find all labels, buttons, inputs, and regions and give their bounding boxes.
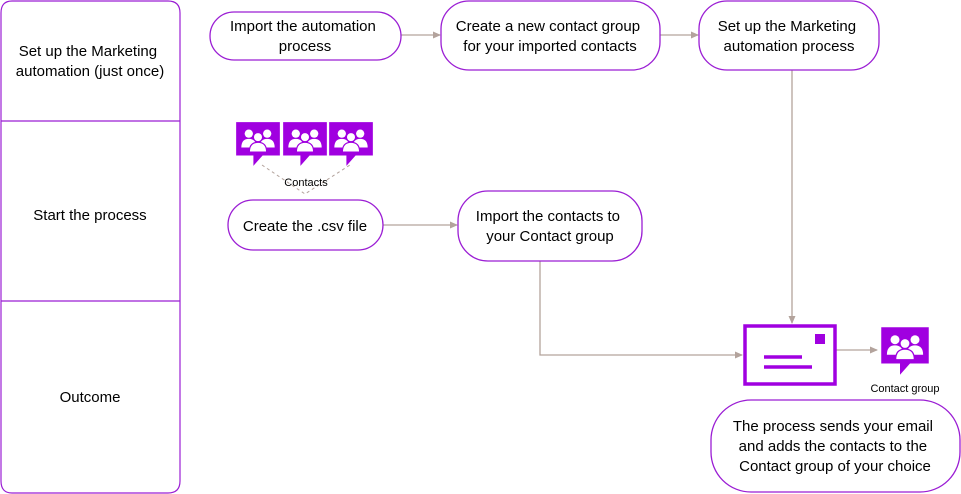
lane-start-label: Start the process: [33, 207, 146, 224]
swimlane-column: Set up the Marketing automation (just on…: [0, 0, 181, 494]
group-chat-bubble-icon: [328, 121, 374, 167]
svg-text:Create a new contact group: Create a new contact group for your impo…: [456, 18, 644, 55]
node-outcome: The process sends your email and adds th…: [710, 399, 961, 493]
lane-frame: [0, 0, 181, 494]
svg-text:Import the automation pr: Import the automation process: [230, 18, 380, 55]
svg-text:Import the contacts to y: Import the contacts to your Contact grou…: [476, 208, 624, 245]
contact-group-label: Contact group: [870, 383, 939, 395]
envelope-icon: [743, 324, 837, 386]
connectors: [261, 31, 878, 359]
contacts-icon-group: Contacts: [235, 121, 374, 189]
contact-group-icon-group: Contact group: [870, 326, 940, 395]
svg-text:Set up the Marketing aut: Set up the Marketing automation process: [718, 18, 861, 55]
lane-outcome-label: Outcome: [60, 389, 121, 406]
node-create-csv: Create the .csv file: [227, 199, 384, 251]
svg-text:The process sends your email: The process sends your email and adds th…: [733, 418, 937, 475]
connector-import-contacts-to-email: [539, 261, 743, 359]
svg-text:Create the .csv file: Create the .csv file: [243, 218, 367, 235]
node-create-contact-group: Create a new contact group for your impo…: [440, 0, 661, 71]
group-chat-bubble-icon: [282, 121, 328, 167]
node-import-automation: Import the automation process: [209, 11, 402, 61]
group-chat-bubble-icon: [880, 326, 930, 376]
group-chat-bubble-icon: [235, 121, 281, 167]
node-import-contacts: Import the contacts to your Contact grou…: [457, 190, 643, 262]
contacts-label: Contacts: [284, 177, 328, 189]
node-setup-marketing-process: Set up the Marketing automation process: [698, 0, 880, 71]
lane-setup-label: Set up the Marketing automation (just on…: [16, 43, 164, 80]
